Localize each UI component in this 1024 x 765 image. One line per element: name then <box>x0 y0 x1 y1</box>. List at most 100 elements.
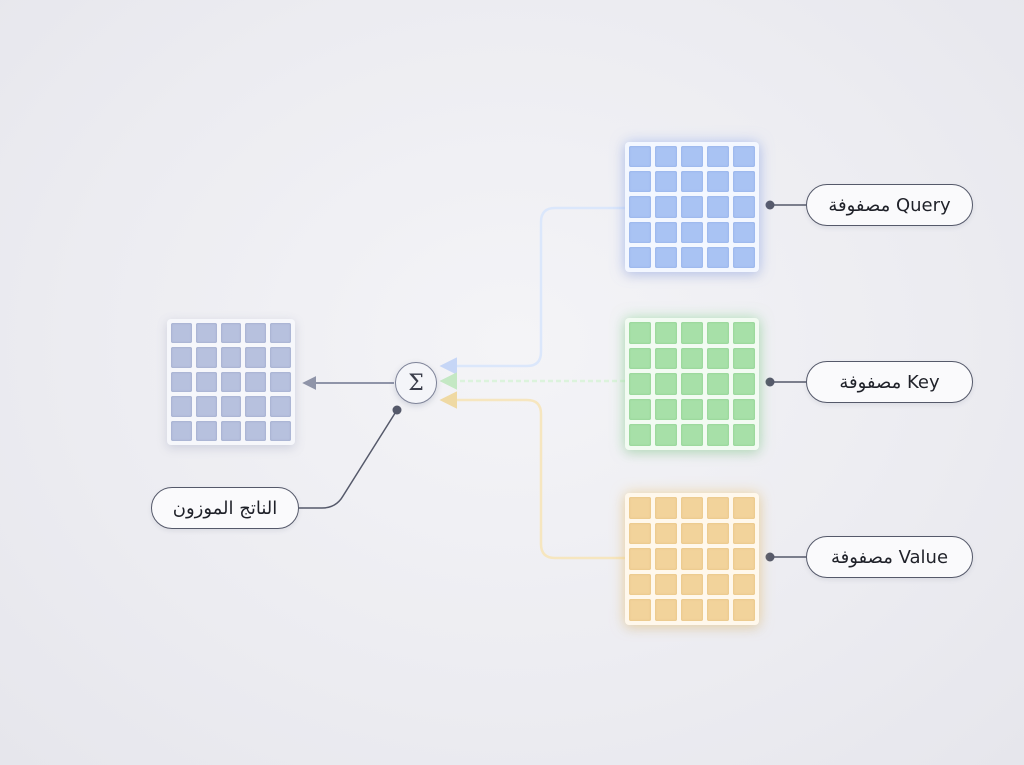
key-connector-dot <box>765 377 775 387</box>
matrix-cell <box>629 398 651 421</box>
matrix-cell <box>681 196 703 218</box>
matrix-cell <box>681 424 703 446</box>
matrix-cell <box>655 398 677 421</box>
matrix-cell <box>195 371 217 393</box>
matrix-cell <box>733 373 755 395</box>
matrix-cell <box>681 522 703 545</box>
matrix-cell <box>220 371 242 393</box>
matrix-cell <box>655 424 677 446</box>
matrix-cell <box>270 347 291 368</box>
matrix-cell <box>655 548 677 570</box>
matrix-cell <box>681 246 703 268</box>
matrix-cell <box>270 420 291 441</box>
matrix-cell <box>707 322 729 344</box>
query-label-text: Query مصفوفة <box>828 194 951 216</box>
matrix-cell <box>733 146 755 168</box>
matrix-cell <box>245 371 267 393</box>
matrix-cell <box>655 497 677 519</box>
matrix-cell <box>655 246 677 268</box>
matrix-cell <box>681 322 703 344</box>
matrix-cell <box>655 322 677 344</box>
matrix-cell <box>707 522 729 545</box>
matrix-cell <box>171 371 192 393</box>
matrix-cell <box>681 146 703 168</box>
value-to-sum-link <box>439 391 625 560</box>
query-to-sum-link <box>439 206 625 375</box>
matrix-cell <box>707 171 729 193</box>
value-matrix <box>625 493 759 625</box>
matrix-cell <box>707 548 729 570</box>
matrix-cell <box>629 322 651 344</box>
matrix-cell <box>171 396 192 417</box>
matrix-cell <box>733 548 755 570</box>
matrix-cell <box>245 420 267 441</box>
matrix-cell <box>681 398 703 421</box>
matrix-cell <box>629 599 651 621</box>
matrix-cell <box>681 221 703 243</box>
matrix-cell <box>195 396 217 417</box>
matrix-cell <box>171 347 192 368</box>
matrix-cell <box>707 599 729 621</box>
matrix-cell <box>195 420 217 441</box>
matrix-cell <box>681 548 703 570</box>
matrix-cell <box>707 573 729 596</box>
value-connector-dot <box>765 552 775 562</box>
matrix-cell <box>171 323 192 344</box>
matrix-cell <box>707 196 729 218</box>
output-label-connector <box>299 409 398 509</box>
summation-node: Σ <box>395 362 437 404</box>
key-label-text: Key مصفوفة <box>839 371 940 393</box>
matrix-cell <box>655 171 677 193</box>
matrix-cell <box>195 347 217 368</box>
matrix-cell <box>629 246 651 268</box>
matrix-cell <box>629 146 651 168</box>
matrix-cell <box>733 497 755 519</box>
matrix-cell <box>733 424 755 446</box>
matrix-cell <box>629 347 651 370</box>
query-matrix <box>625 142 759 272</box>
sigma-symbol: Σ <box>408 370 424 396</box>
matrix-cell <box>270 371 291 393</box>
matrix-cell <box>681 573 703 596</box>
matrix-cell <box>245 323 267 344</box>
matrix-cell <box>681 171 703 193</box>
matrix-cell <box>707 146 729 168</box>
output-label-text: الناتج الموزون <box>172 497 278 519</box>
query-connector-dot <box>765 200 775 210</box>
matrix-cell <box>629 171 651 193</box>
matrix-cell <box>655 599 677 621</box>
matrix-cell <box>733 347 755 370</box>
weighted-output-matrix <box>167 319 295 445</box>
matrix-cell <box>655 573 677 596</box>
key-matrix <box>625 318 759 450</box>
matrix-cell <box>681 599 703 621</box>
matrix-cell <box>655 347 677 370</box>
matrix-cell <box>707 221 729 243</box>
matrix-cell <box>220 396 242 417</box>
matrix-cell <box>270 396 291 417</box>
value-matrix-label: Value مصفوفة <box>806 536 973 578</box>
matrix-cell <box>220 347 242 368</box>
matrix-cell <box>733 573 755 596</box>
matrix-cell <box>733 246 755 268</box>
matrix-cell <box>733 196 755 218</box>
matrix-cell <box>681 347 703 370</box>
matrix-cell <box>733 599 755 621</box>
output-connector-dot <box>392 405 402 415</box>
matrix-cell <box>733 522 755 545</box>
matrix-cell <box>171 420 192 441</box>
matrix-cell <box>733 171 755 193</box>
matrix-cell <box>681 497 703 519</box>
matrix-cell <box>707 398 729 421</box>
matrix-cell <box>655 196 677 218</box>
matrix-cell <box>220 420 242 441</box>
weighted-output-label: الناتج الموزون <box>151 487 299 529</box>
matrix-cell <box>707 246 729 268</box>
matrix-cell <box>733 398 755 421</box>
matrix-cell <box>733 322 755 344</box>
key-matrix-label: Key مصفوفة <box>806 361 973 403</box>
matrix-cell <box>655 221 677 243</box>
matrix-cell <box>733 221 755 243</box>
matrix-cell <box>707 497 729 519</box>
